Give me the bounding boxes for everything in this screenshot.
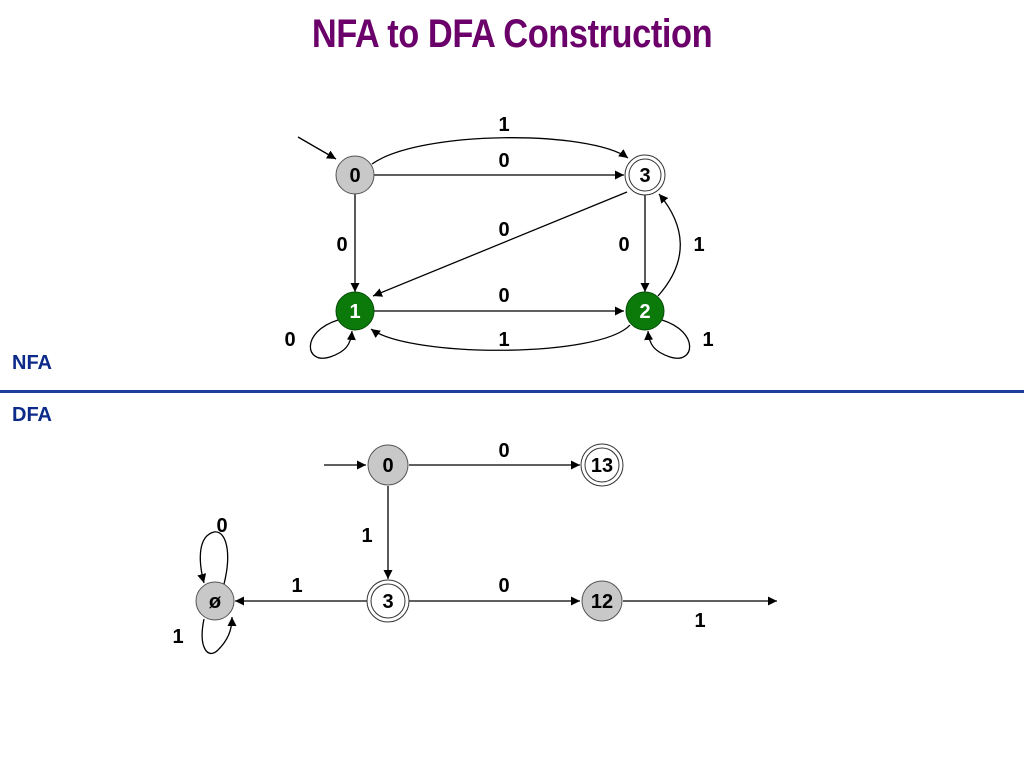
nfa-edge-2-1 <box>370 324 631 351</box>
page-title: NFA to DFA Construction <box>311 12 713 56</box>
nfa-state-0: 0 <box>335 155 375 195</box>
dfa-label-3-12: 0 <box>498 575 509 597</box>
nfa-label-loop-1: 0 <box>284 329 295 351</box>
nfa-label-loop-2: 1 <box>702 329 713 351</box>
dfa-state-12: 12 <box>581 580 623 622</box>
dfa-label-loop-top: 0 <box>216 515 227 537</box>
nfa-state-0-label: 0 <box>349 165 360 187</box>
dfa-label-0-13: 0 <box>498 440 509 462</box>
nfa-label-3-1: 0 <box>498 219 509 241</box>
nfa-label-2-3: 1 <box>693 234 704 256</box>
nfa-label-1-2: 0 <box>498 285 509 307</box>
dfa-state-empty: ø <box>195 581 235 621</box>
nfa-state-1: 1 <box>335 291 375 331</box>
nfa-label-0-1: 0 <box>336 234 347 256</box>
nfa-label-0-3-curved: 1 <box>498 114 509 136</box>
nfa-state-3: 3 <box>624 154 666 196</box>
dfa-loop-empty-top <box>197 531 229 585</box>
dfa-state-empty-label: ø <box>209 591 222 613</box>
nfa-state-1-label: 1 <box>349 301 360 323</box>
dfa-state-12-label: 12 <box>591 591 613 613</box>
dfa-state-3-label: 3 <box>382 591 393 613</box>
dfa-label-12-out: 1 <box>694 610 705 632</box>
dfa-label-3-empty: 1 <box>291 575 302 597</box>
nfa-loop-1 <box>309 319 356 359</box>
nfa-label-0-3: 0 <box>498 150 509 172</box>
nfa-diagram <box>297 136 691 359</box>
nfa-state-2: 2 <box>625 291 665 331</box>
nfa-edge-0-3-curved <box>371 137 629 165</box>
nfa-section-label: NFA <box>12 352 52 374</box>
dfa-state-13-label: 13 <box>591 455 613 477</box>
section-divider <box>0 390 1024 393</box>
dfa-state-0: 0 <box>367 444 409 486</box>
dfa-diagram <box>197 460 777 655</box>
dfa-label-0-3: 1 <box>361 525 372 547</box>
nfa-edge-3-1 <box>372 191 628 297</box>
nfa-state-2-label: 2 <box>639 301 650 323</box>
nfa-start-arrow <box>297 136 337 160</box>
nfa-state-3-label: 3 <box>639 165 650 187</box>
nfa-edge-2-3 <box>657 193 681 297</box>
dfa-section-label: DFA <box>12 404 52 426</box>
nfa-loop-2 <box>644 319 691 359</box>
dfa-label-loop-bottom: 1 <box>172 626 183 648</box>
dfa-loop-empty-bottom <box>201 616 237 655</box>
nfa-label-3-2: 0 <box>618 234 629 256</box>
dfa-state-13: 13 <box>580 443 624 487</box>
dfa-state-3: 3 <box>366 579 410 623</box>
nfa-label-2-1: 1 <box>498 329 509 351</box>
dfa-state-0-label: 0 <box>382 455 393 477</box>
